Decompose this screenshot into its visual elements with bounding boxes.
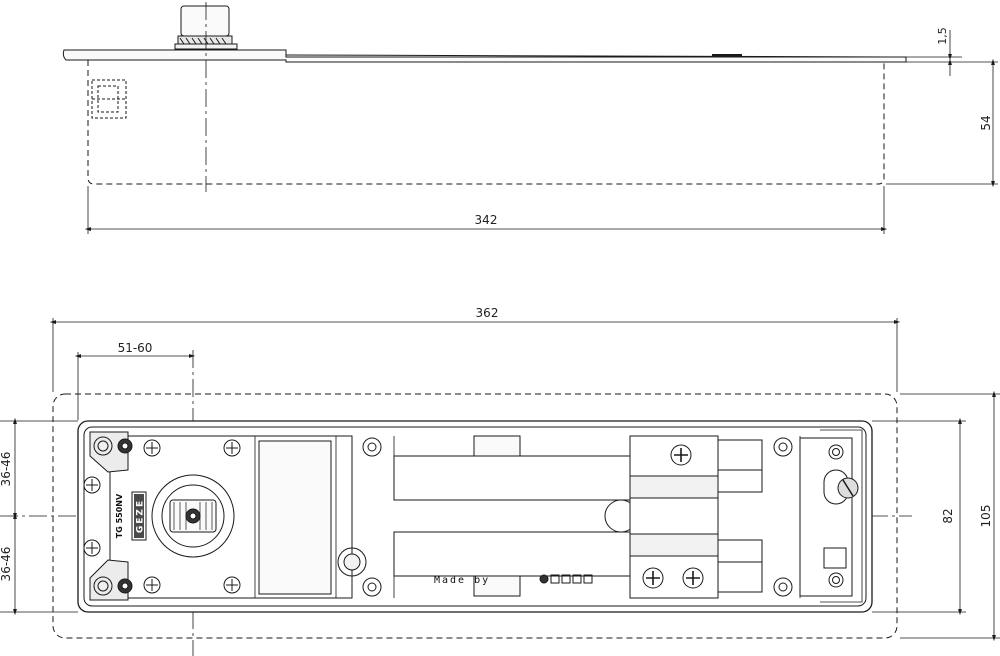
dim-82: 82	[941, 508, 955, 523]
dim-362: 362	[476, 306, 499, 320]
made-by-logo	[539, 574, 593, 584]
spindle-boss	[151, 474, 235, 558]
fixing-holes-left	[93, 436, 133, 596]
top-view	[0, 318, 1000, 656]
brand-label: GEZE	[136, 499, 146, 533]
adjust-screw	[337, 547, 367, 577]
floor-recess-outline	[52, 393, 898, 639]
dim-36-46-lower: 36-46	[0, 547, 13, 582]
brand-plate: GEZE TG 550NV	[115, 491, 147, 541]
piston-block	[629, 435, 763, 599]
internal-detail	[91, 79, 127, 119]
fixing-screws	[83, 437, 793, 597]
dim-342: 342	[475, 213, 498, 227]
dim-1-5: 1,5	[936, 27, 949, 45]
dim-36-46-upper: 36-46	[0, 452, 13, 487]
adjustment-window	[258, 440, 332, 595]
model-label: TG 550NV	[115, 493, 124, 538]
closer-body	[87, 60, 885, 185]
dim-54: 54	[979, 115, 993, 130]
dim-105: 105	[979, 505, 993, 528]
right-end-block	[799, 437, 853, 597]
dim-51-60: 51-60	[118, 341, 153, 355]
side-view	[62, 2, 998, 234]
made-by-label: Made by	[434, 575, 490, 586]
